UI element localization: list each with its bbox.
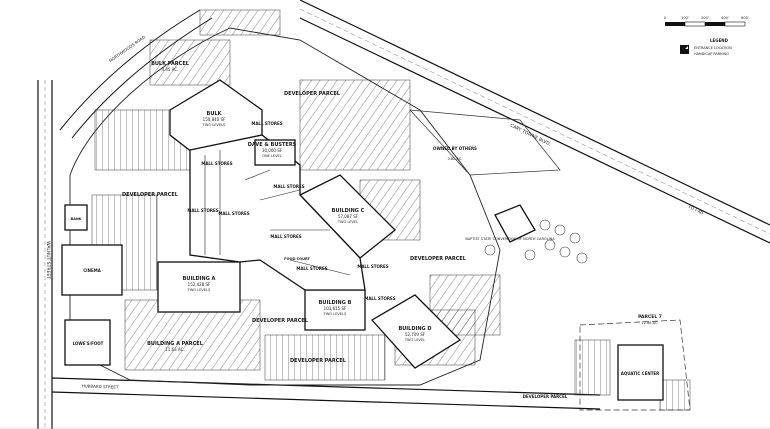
buildings [61,79,664,401]
lowes-building [64,319,111,366]
mall-store-divisions [204,150,351,276]
cary-towne-blvd-road [299,0,770,244]
aquatic-center-building [617,344,664,401]
bank-building [64,204,88,231]
parcel-7-sub: 12.88 AC. [641,321,658,325]
building-c-levels: TWO LEVEL [337,220,358,224]
trees [484,219,588,264]
building-d [370,294,462,369]
mall-stores-label: MALL STORES [201,161,232,166]
building-b-area: 103,615 SF [324,306,347,311]
developer-parcel-top-label: DEVELOPER PARCEL [284,91,341,97]
dave-busters-levels: ONE LEVEL [262,154,281,158]
bulk-label: BULK [207,111,223,117]
legend-title: LEGEND [710,38,729,43]
building-c-area: 57,087 SF [338,214,359,219]
bulk-area: 150,840 SF [203,117,226,122]
parking-fields [91,9,691,411]
building-a-parcel-sub: 11.63 AC. [165,347,184,352]
mall-stores-label: MALL STORES [273,184,304,189]
scale-bar: 0 100' 200' 400' 600' [664,16,749,27]
bulk-levels: TWO LEVELS [202,123,226,127]
hubbard-street-road [51,377,601,410]
aquatic-center-label: AQUATIC CENTER [621,371,660,376]
building-c-label: BUILDING C [332,208,365,214]
bulk-parcel-sub: 4.45 AC. [162,67,179,72]
scale-tick: 200' [701,16,709,20]
northwoods-road-label: NORTHWOODS ROAD [108,34,146,63]
parcel-7-boundary [579,319,691,411]
building-b-levels: TWO LEVELS [323,312,347,316]
legend-handicap-label: HANDICAP PARKING [694,52,729,56]
developer-parcel-corner-label: DEVELOPER PARCEL [523,394,568,399]
mall-stores-label: MALL STORES [218,211,249,216]
lowes-label: LOWE'S/FOOT [73,341,104,346]
building-a-area: 152,428 SF [188,282,211,287]
legend: LEGEND ENTRANCE LOCATION HANDICAP PARKIN… [680,38,732,56]
to-i40-label: TO I-40 [686,203,704,216]
mall-stores-label: MALL STORES [296,266,327,271]
building-b [304,289,366,331]
northwoods-road [59,9,213,139]
scale-tick: 400' [721,16,729,20]
bulk-parcel-label: BULK PARCEL [151,61,190,67]
mall-stores-label: MALL STORES [270,234,301,239]
mall-stores-label: MALL STORES [364,296,395,301]
building-d-label: BUILDING D [398,326,431,332]
owned-by-others-boundary [409,109,561,176]
building-a-parcel-label: BUILDING A PARCEL [147,341,204,347]
walnut-street-label: WALNUT STREET [45,241,51,279]
building-a [157,261,241,313]
scale-tick: 100' [681,16,689,20]
walnut-street-road [37,80,53,429]
building-a-levels: TWO LEVELS [187,288,211,292]
legend-entrance-label: ENTRANCE LOCATION [694,46,732,50]
mall-stores-label: MALL STORES [251,121,282,126]
food-court-label: FOOD COURT [284,257,310,261]
cinema-label: CINEMA [83,268,101,273]
baptist-building [494,204,536,243]
building-b-label: BUILDING B [319,300,352,306]
scale-tick: 0 [664,16,666,20]
dave-busters-label: DAVE & BUSTERS [248,142,297,148]
parcel-7-label: PARCEL 7 [638,314,662,320]
owned-by-others-label: OWNED BY OTHERS [433,146,477,151]
mall-stores-label: MALL STORES [187,208,218,213]
developer-parcel-bottom-label: DEVELOPER PARCEL [290,358,347,364]
building-d-levels: TWO LEVEL [404,338,425,342]
arrow-icon [681,46,688,53]
developer-parcel-mid-label: DEVELOPER PARCEL [252,318,309,324]
scale-tick: 600' [741,16,749,20]
cinema-building [61,244,123,296]
owned-by-others-sub: 0.82 AC. [448,157,463,161]
hubbard-street-label: HUBBARD STREET [82,383,119,389]
developer-parcel-right-label: DEVELOPER PARCEL [410,256,467,262]
dave-busters-building [254,139,296,166]
building-d-area: 52,709 SF [405,332,426,337]
mall-stores-label: MALL STORES [357,264,388,269]
entrance-location-icon [680,45,689,54]
dave-busters-area: 30,000 SF [262,148,283,153]
building-a-label: BUILDING A [183,276,216,282]
developer-parcel-left-label: DEVELOPER PARCEL [122,192,179,198]
bank-label: BANK [70,217,81,221]
baptist-label: BAPTIST STATE CONVENTION OF NORTH CAROLI… [465,237,555,241]
